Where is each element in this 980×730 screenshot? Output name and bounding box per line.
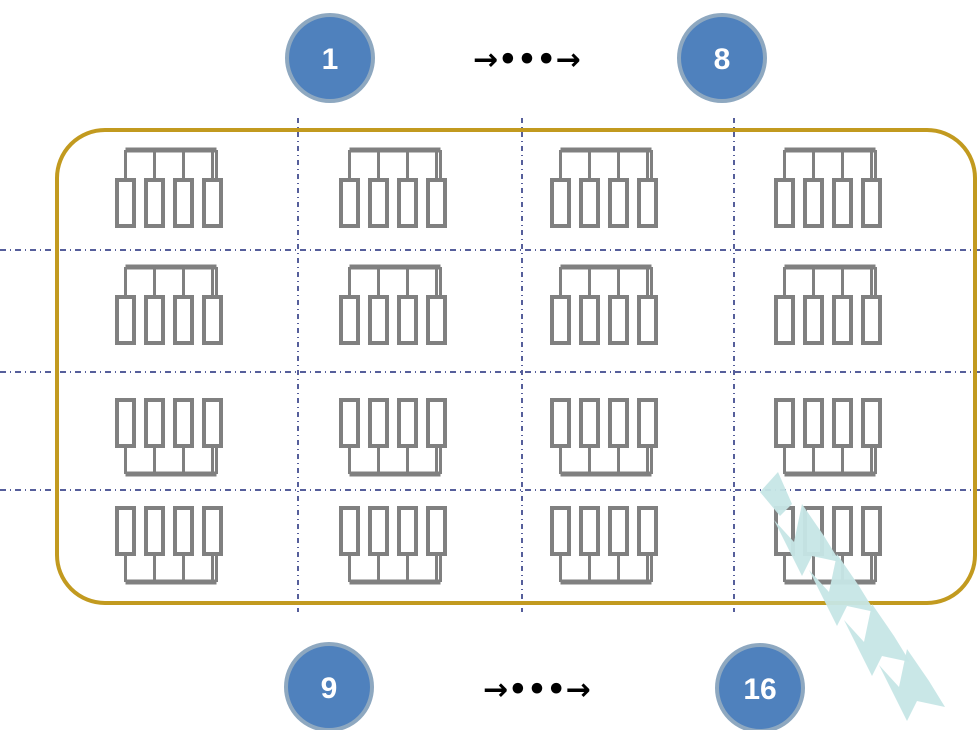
pin-group	[550, 264, 658, 345]
pin	[861, 506, 882, 556]
pin-group	[339, 264, 447, 345]
pin-group	[774, 398, 882, 477]
pin-group	[550, 147, 658, 228]
pin	[608, 295, 629, 345]
pin-group	[115, 264, 223, 345]
pin	[397, 295, 418, 345]
bottom-sequence: 9 →•••→ 16	[284, 642, 805, 730]
pin	[339, 295, 360, 345]
pin-group	[339, 506, 447, 585]
badge-end-bottom-label: 16	[743, 673, 776, 706]
pin	[637, 178, 658, 228]
pin	[115, 398, 136, 448]
pin	[144, 506, 165, 556]
pin	[115, 295, 136, 345]
pin	[579, 398, 600, 448]
pin-group	[339, 147, 447, 228]
pin	[861, 178, 882, 228]
diagonal-arrow-icon	[760, 472, 945, 721]
bottom-sequence-arrows: →•••→	[483, 673, 591, 708]
pin	[608, 398, 629, 448]
pin	[637, 295, 658, 345]
pin	[202, 506, 223, 556]
pin	[832, 398, 853, 448]
pin	[550, 506, 571, 556]
pin	[774, 178, 795, 228]
pin	[832, 178, 853, 228]
chevron-segment	[879, 649, 945, 721]
pin-group	[115, 147, 223, 228]
pin	[426, 398, 447, 448]
pin	[144, 398, 165, 448]
pin	[579, 295, 600, 345]
grid-lines	[0, 118, 980, 612]
pin-group	[339, 398, 447, 477]
pin-group	[115, 398, 223, 477]
pin	[550, 178, 571, 228]
pin	[339, 178, 360, 228]
badge-start-bottom	[284, 642, 374, 730]
badge-end-top-label: 8	[714, 43, 731, 76]
pin	[579, 506, 600, 556]
pin	[861, 295, 882, 345]
badge-start-top	[285, 13, 375, 103]
badge-start-top-label: 1	[322, 43, 339, 76]
pin	[550, 295, 571, 345]
pin	[173, 178, 194, 228]
chevron-segment	[809, 554, 875, 626]
pin	[339, 398, 360, 448]
pin-group	[550, 506, 658, 585]
pin	[861, 398, 882, 448]
pin	[397, 398, 418, 448]
pin	[803, 398, 824, 448]
badge-start-bottom-label: 9	[321, 672, 338, 705]
pin	[368, 178, 389, 228]
pin	[832, 506, 853, 556]
chevron-segment	[760, 472, 792, 516]
pin	[426, 178, 447, 228]
pin	[637, 506, 658, 556]
pin-group	[115, 506, 223, 585]
pin	[803, 178, 824, 228]
pin	[426, 506, 447, 556]
pin	[173, 506, 194, 556]
badge-end-bottom	[715, 643, 805, 730]
pin	[397, 506, 418, 556]
pin	[202, 178, 223, 228]
pin-groups	[115, 147, 882, 585]
pin	[202, 398, 223, 448]
pin	[115, 506, 136, 556]
pin-group	[774, 264, 882, 345]
badge-end-top	[677, 13, 767, 103]
pin	[397, 178, 418, 228]
pin-group	[550, 398, 658, 477]
board-outline	[55, 128, 977, 605]
pin	[173, 398, 194, 448]
pin	[368, 295, 389, 345]
pin	[637, 398, 658, 448]
pin	[115, 178, 136, 228]
chevron-segment	[844, 604, 910, 676]
pin	[608, 506, 629, 556]
top-sequence-arrows: →•••→	[473, 43, 581, 78]
pin	[774, 398, 795, 448]
pin-group	[774, 147, 882, 228]
pin	[426, 295, 447, 345]
pin	[339, 506, 360, 556]
pin	[774, 295, 795, 345]
pin	[368, 506, 389, 556]
pin	[832, 295, 853, 345]
pin	[144, 295, 165, 345]
pin	[608, 178, 629, 228]
pin	[202, 295, 223, 345]
top-sequence: 1 →•••→ 8	[285, 13, 767, 103]
chevron-segment	[774, 504, 840, 576]
pin	[173, 295, 194, 345]
pin	[144, 178, 165, 228]
pin	[550, 398, 571, 448]
pin	[368, 398, 389, 448]
pin	[579, 178, 600, 228]
pin	[803, 295, 824, 345]
